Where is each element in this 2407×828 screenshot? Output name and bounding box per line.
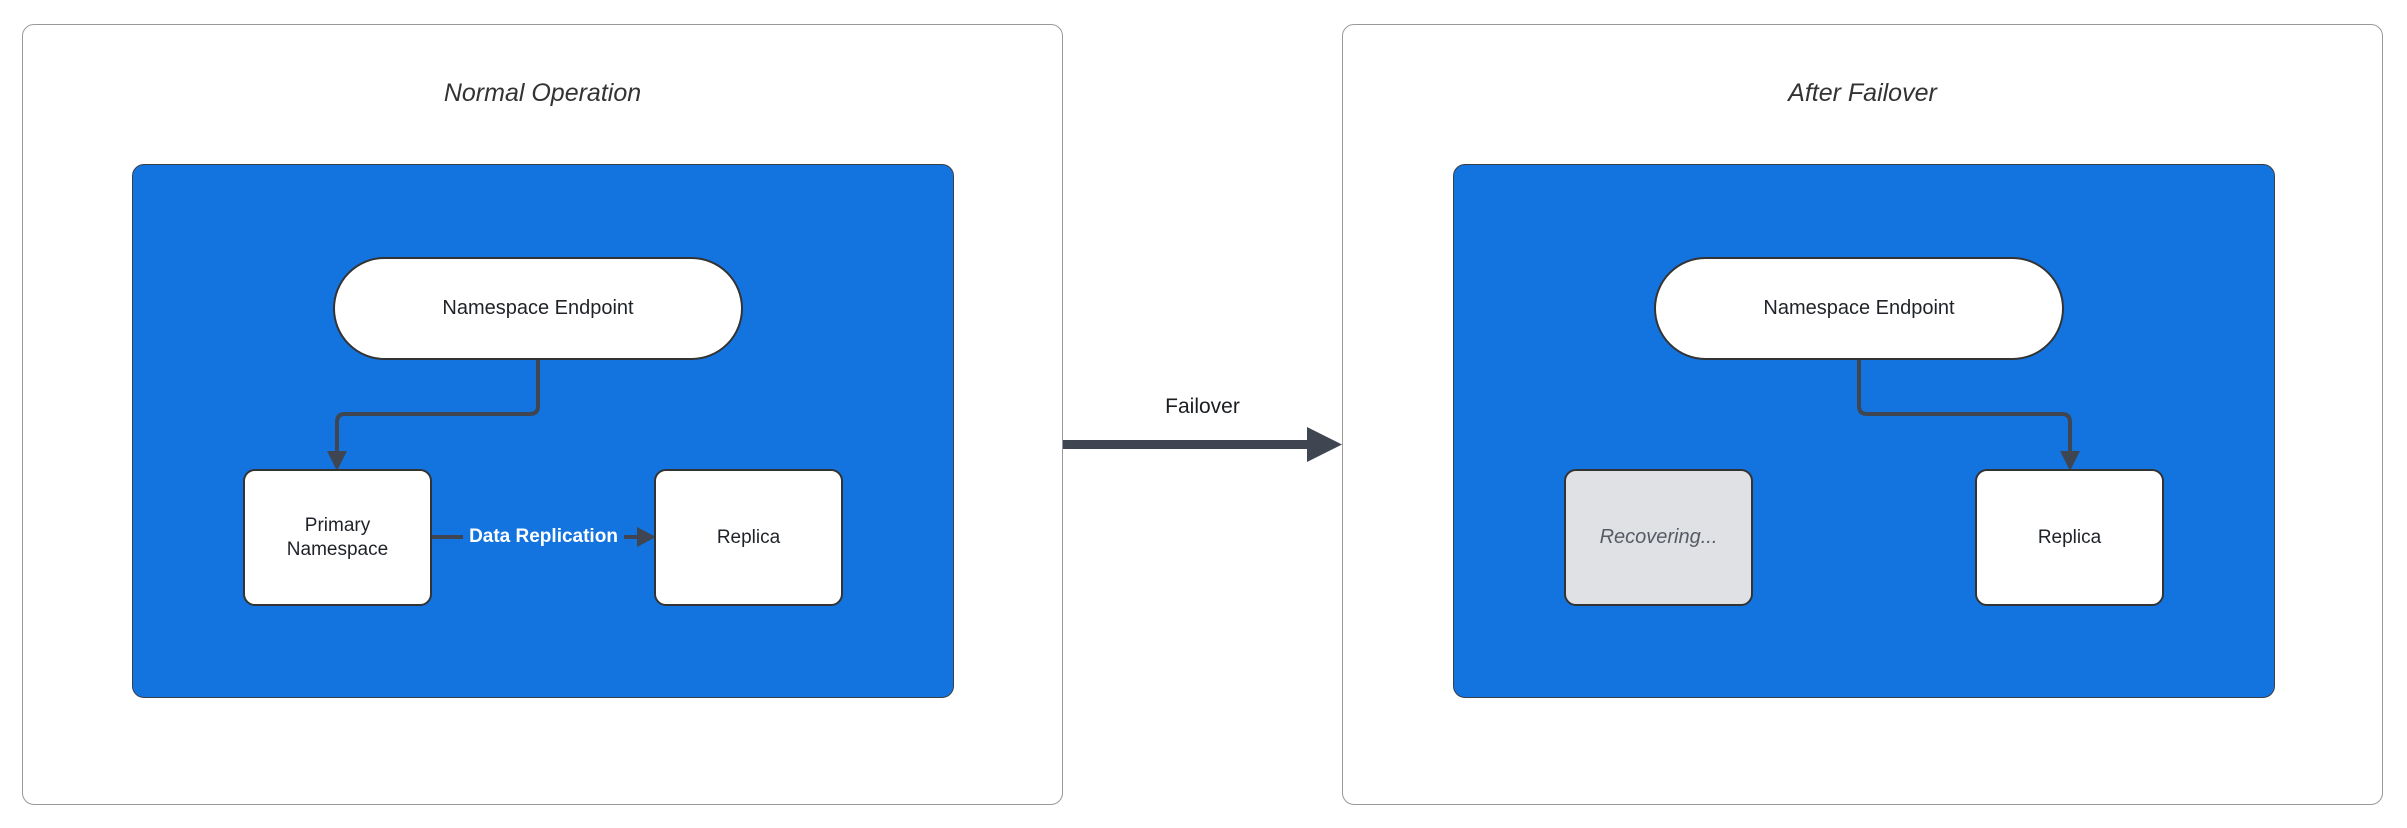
normal-operation-connectors <box>327 360 656 547</box>
namespace-endpoint-label: Namespace Endpoint <box>442 297 634 319</box>
failover-transition: Failover <box>1063 395 1342 475</box>
endpoint-to-primary-arrowhead-icon <box>327 451 347 471</box>
namespace-endpoint-node: Namespace Endpoint <box>333 257 743 360</box>
failover-label: Failover <box>1165 395 1240 418</box>
replica-node: Replica <box>654 469 843 606</box>
primary-namespace-label: Primary Namespace <box>286 514 389 560</box>
replica-node: Replica <box>1975 469 2164 606</box>
after-failover-panel: After Failover Namespace Endpoint Recove… <box>1342 24 2383 805</box>
normal-operation-panel: Normal Operation Namespace Endpoint Prim… <box>22 24 1063 805</box>
after-failover-cluster: Namespace Endpoint Recovering... Replica <box>1453 164 2275 698</box>
normal-operation-cluster: Namespace Endpoint Primary Namespace Rep… <box>132 164 954 698</box>
replica-label: Replica <box>716 526 781 548</box>
after-failover-title: After Failover <box>1788 79 1937 107</box>
after-failover-connectors <box>1857 360 2080 471</box>
namespace-endpoint-node: Namespace Endpoint <box>1654 257 2064 360</box>
data-replication-edge-label: Data Replication <box>432 524 655 550</box>
failover-arrow-icon <box>1063 427 1342 462</box>
endpoint-to-replica-arrowhead-icon <box>2060 451 2080 471</box>
primary-namespace-node: Primary Namespace <box>243 469 432 606</box>
normal-operation-title: Normal Operation <box>443 79 642 107</box>
recovering-node: Recovering... <box>1564 469 1753 606</box>
recovering-label: Recovering... <box>1599 526 1718 548</box>
endpoint-to-primary-connector <box>335 360 540 453</box>
namespace-endpoint-label: Namespace Endpoint <box>1763 297 1955 319</box>
endpoint-to-replica-connector <box>1857 360 2072 453</box>
replica-label: Replica <box>2037 526 2102 548</box>
